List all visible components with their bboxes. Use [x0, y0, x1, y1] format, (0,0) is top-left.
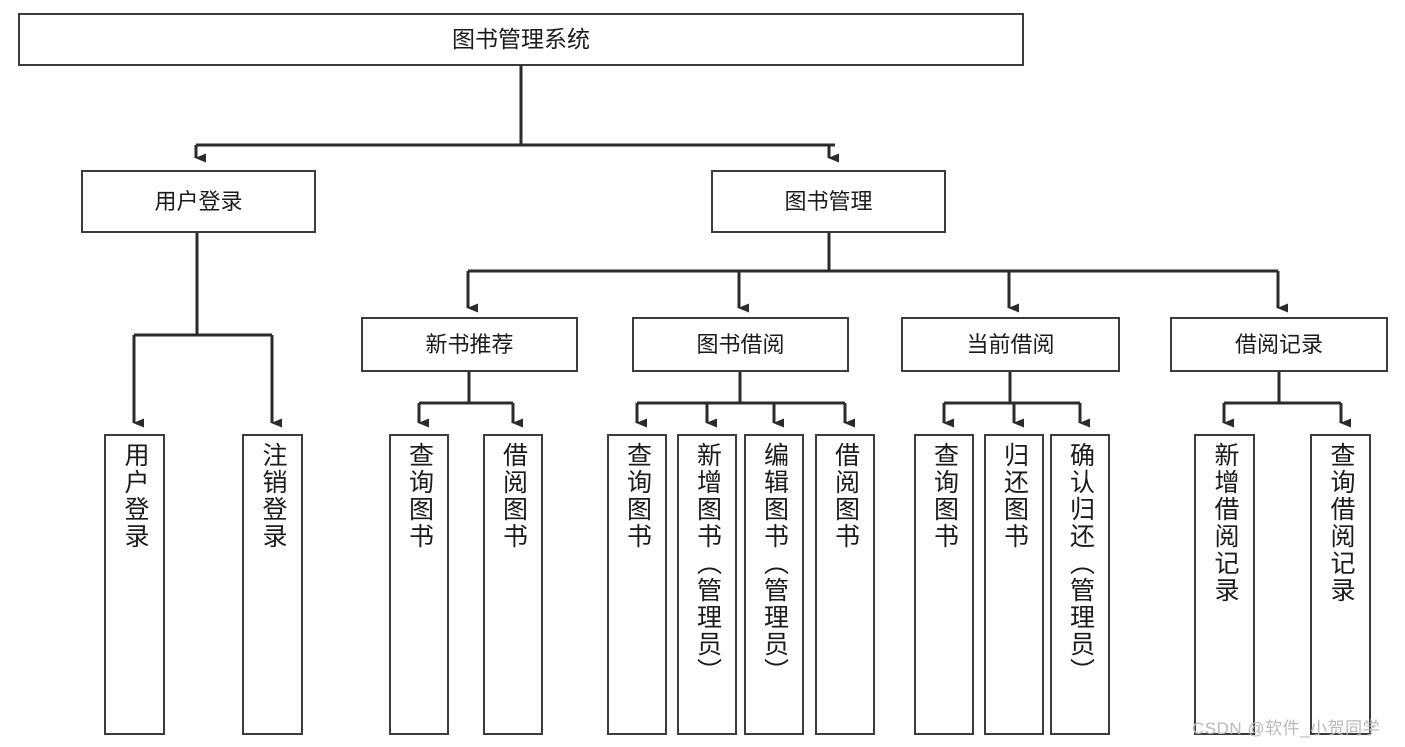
node-leaf-borrow-book-1-label: 借阅图书 [499, 442, 528, 550]
node-leaf-query-borrow-record-label: 查询借阅记录 [1327, 442, 1355, 604]
node-leaf-confirm-return[interactable]: 确认归还（管理员） [1050, 434, 1110, 735]
node-leaf-query-book-3[interactable]: 查询图书 [914, 434, 974, 735]
node-leaf-query-borrow-record[interactable]: 查询借阅记录 [1310, 434, 1371, 735]
node-leaf-return-book[interactable]: 归还图书 [984, 434, 1044, 735]
node-leaf-borrow-book-2-label: 借阅图书 [831, 442, 860, 550]
node-leaf-query-book-2[interactable]: 查询图书 [607, 434, 667, 735]
node-borrow-record-label: 借阅记录 [1234, 331, 1323, 357]
node-new-book-recommend-label: 新书推荐 [425, 331, 514, 357]
csdn-watermark: CSDN @软件_小贺同学 [1192, 719, 1381, 738]
node-leaf-add-book-label: 新增图书（管理员） [693, 442, 722, 685]
node-book-management-label: 图书管理 [784, 188, 873, 214]
node-leaf-borrow-book-1[interactable]: 借阅图书 [483, 434, 543, 735]
node-new-book-recommend[interactable]: 新书推荐 [361, 317, 578, 372]
node-leaf-return-book-label: 归还图书 [1000, 442, 1029, 550]
node-book-borrow-label: 图书借阅 [696, 331, 785, 357]
node-leaf-user-login-label: 用户登录 [121, 442, 149, 550]
node-leaf-logout-login-label: 注销登录 [259, 442, 287, 550]
node-leaf-edit-book[interactable]: 编辑图书（管理员） [744, 434, 804, 735]
node-current-borrow[interactable]: 当前借阅 [901, 317, 1120, 372]
node-leaf-logout-login[interactable]: 注销登录 [242, 434, 303, 735]
node-leaf-add-borrow-record[interactable]: 新增借阅记录 [1194, 434, 1255, 735]
node-borrow-record[interactable]: 借阅记录 [1170, 317, 1388, 372]
node-book-management[interactable]: 图书管理 [711, 170, 946, 233]
node-user-login-label: 用户登录 [154, 188, 243, 214]
node-leaf-user-login[interactable]: 用户登录 [104, 434, 165, 735]
node-book-borrow[interactable]: 图书借阅 [632, 317, 849, 372]
node-leaf-add-book[interactable]: 新增图书（管理员） [677, 434, 737, 735]
node-leaf-borrow-book-2[interactable]: 借阅图书 [815, 434, 875, 735]
node-leaf-query-book-3-label: 查询图书 [930, 442, 959, 550]
node-root-label: 图书管理系统 [452, 26, 590, 53]
node-leaf-query-book-1[interactable]: 查询图书 [389, 434, 449, 735]
node-leaf-edit-book-label: 编辑图书（管理员） [760, 442, 789, 685]
node-leaf-query-book-1-label: 查询图书 [405, 442, 434, 550]
node-root-book-management-system[interactable]: 图书管理系统 [18, 13, 1024, 66]
node-leaf-confirm-return-label: 确认归还（管理员） [1066, 442, 1095, 685]
node-current-borrow-label: 当前借阅 [966, 331, 1055, 357]
node-leaf-add-borrow-record-label: 新增借阅记录 [1211, 442, 1239, 604]
node-user-login[interactable]: 用户登录 [81, 170, 316, 233]
node-leaf-query-book-2-label: 查询图书 [623, 442, 652, 550]
